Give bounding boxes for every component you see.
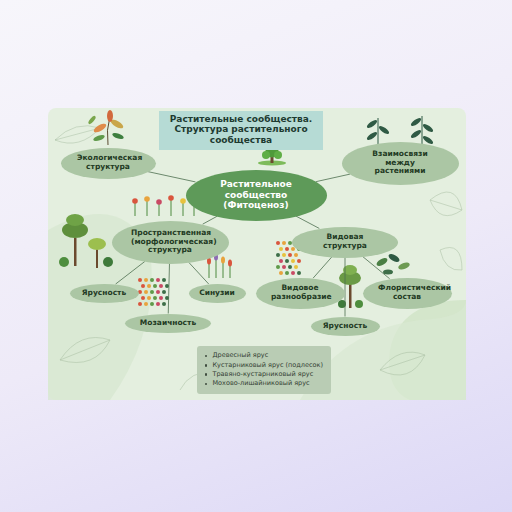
connector-line bbox=[313, 257, 332, 278]
leaf-ellipse: Ярусность bbox=[70, 284, 139, 303]
connector-line bbox=[189, 262, 209, 284]
tree-group bbox=[338, 265, 363, 308]
list-text: Травяно-кустарниковый ярус bbox=[212, 371, 313, 378]
node-label: Мозаичность bbox=[140, 319, 196, 328]
list-item: Кустарниковый ярус (подлесок) bbox=[205, 362, 323, 369]
list-text: Мохово-лишайниковый ярус bbox=[212, 380, 309, 387]
topic-ellipse: Пространственная (морфологическая) струк… bbox=[112, 221, 229, 264]
leaf-sprig bbox=[87, 110, 124, 145]
list-text: Кустарниковый ярус (подлесок) bbox=[212, 362, 323, 369]
connector-line bbox=[345, 258, 346, 317]
node-label: Видовая структура bbox=[310, 233, 380, 250]
node-label: Растительное сообщество (Фитоценоз) bbox=[209, 179, 304, 210]
leaf-ellipse: Видовое разнообразие bbox=[256, 278, 345, 309]
topic-ellipse: Видовая структура bbox=[292, 227, 398, 258]
connector-line bbox=[203, 216, 217, 224]
node-label: Пространственная (морфологическая) струк… bbox=[131, 229, 209, 255]
bullet-dot bbox=[205, 355, 208, 358]
node-label: Взаимосвязи между растениями bbox=[361, 150, 439, 176]
title-text: Растительные сообщества. Структура расти… bbox=[166, 114, 316, 145]
node-label: Видовое разнообразие bbox=[271, 284, 329, 301]
connector-line bbox=[296, 216, 319, 228]
list-item: Мохово-лишайниковый ярус bbox=[205, 380, 310, 387]
leaf-ellipse: Мозаичность bbox=[125, 314, 211, 333]
leaf-ellipse: Синузии bbox=[189, 284, 246, 303]
bullet-dot bbox=[205, 373, 208, 376]
list-item: Травяно-кустарниковый ярус bbox=[205, 371, 313, 378]
node-label: Синузии bbox=[199, 289, 235, 298]
node-label: Ярусность bbox=[323, 322, 367, 331]
node-label: Флористический состав bbox=[378, 284, 436, 301]
central-ellipse: Растительное сообщество (Фитоценоз) bbox=[186, 170, 327, 221]
topic-ellipse: Экологическая структура bbox=[61, 148, 156, 179]
node-label: Ярусность bbox=[82, 289, 126, 298]
leaf-ellipse: Флористический состав bbox=[363, 278, 452, 309]
leaf-ellipse: Ярусность bbox=[311, 317, 380, 336]
connector-line bbox=[168, 263, 169, 313]
tree-group bbox=[59, 214, 113, 268]
list-box: Древесный ярусКустарниковый ярус (подлес… bbox=[197, 346, 331, 394]
node-label: Экологическая структура bbox=[77, 154, 139, 171]
connector-line bbox=[316, 174, 350, 182]
bullet-dot bbox=[205, 364, 208, 367]
title-box: Растительные сообщества. Структура расти… bbox=[159, 111, 323, 150]
list-text: Древесный ярус bbox=[212, 352, 268, 359]
connector-line bbox=[363, 257, 390, 279]
connector-line bbox=[116, 261, 145, 284]
bullet-dot bbox=[205, 383, 208, 386]
connector-line bbox=[148, 172, 196, 182]
mosaic-pattern bbox=[138, 278, 169, 306]
topic-ellipse: Взаимосвязи между растениями bbox=[342, 142, 459, 185]
list-item: Древесный ярус bbox=[205, 352, 268, 359]
